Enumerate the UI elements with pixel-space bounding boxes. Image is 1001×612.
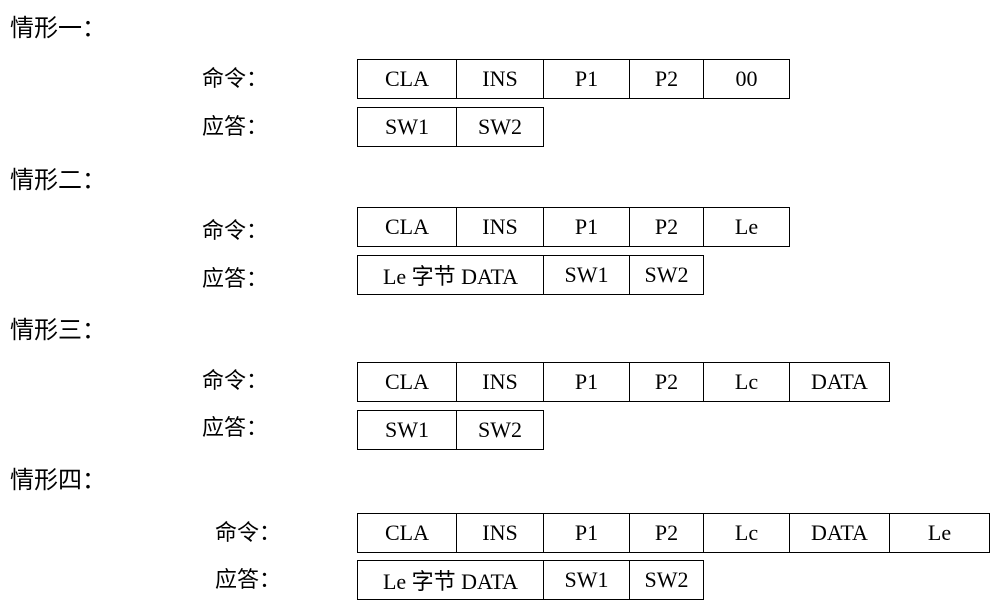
case-3-command-label: 命令： [202, 368, 269, 393]
case-3-command-data: DATA [789, 362, 890, 402]
case-3-command-lc: Lc [703, 362, 790, 402]
case-3-command-p1: P1 [543, 362, 630, 402]
case-4-response-sw2: SW2 [629, 560, 704, 600]
case-4-command-ins: INS [456, 513, 544, 553]
case-2-response-sw2: SW2 [629, 255, 704, 295]
case-1-command-p1: P1 [543, 59, 630, 99]
case-4-title: 情形四： [10, 468, 106, 494]
case-2-command-p2: P2 [629, 207, 704, 247]
case-3-response-sw1: SW1 [357, 410, 457, 450]
case-1-response-sw1: SW1 [357, 107, 457, 147]
case-3-response-label: 应答： [202, 415, 269, 440]
case-1-command-ins: INS [456, 59, 544, 99]
case-4-command-le: Le [889, 513, 990, 553]
case-2-command-cla: CLA [357, 207, 457, 247]
case-3-title: 情形三： [10, 318, 106, 344]
case-2-command-ins: INS [456, 207, 544, 247]
case-3-command-cla: CLA [357, 362, 457, 402]
case-4-response-sw1: SW1 [543, 560, 630, 600]
case-3-command-p2: P2 [629, 362, 704, 402]
case-4-command-data: DATA [789, 513, 890, 553]
case-2-command-le: Le [703, 207, 790, 247]
case-2-title: 情形二： [10, 168, 106, 194]
case-2-response-data: Le 字节 DATA [357, 255, 544, 295]
case-1-command-le: 00 [703, 59, 790, 99]
case-3-response-sw2: SW2 [456, 410, 544, 450]
case-3-command-ins: INS [456, 362, 544, 402]
case-2-command-p1: P1 [543, 207, 630, 247]
case-1-response-label: 应答： [202, 114, 269, 139]
case-4-response-label: 应答： [215, 567, 282, 592]
case-1-title: 情形一： [10, 16, 106, 42]
case-1-command-cla: CLA [357, 59, 457, 99]
case-1-command-p2: P2 [629, 59, 704, 99]
case-4-command-label: 命令： [215, 520, 282, 545]
case-4-command-cla: CLA [357, 513, 457, 553]
case-4-command-p2: P2 [629, 513, 704, 553]
case-1-command-label: 命令： [202, 66, 269, 91]
case-4-command-p1: P1 [543, 513, 630, 553]
case-2-response-sw1: SW1 [543, 255, 630, 295]
case-2-command-label: 命令： [202, 218, 269, 243]
case-2-response-label: 应答： [202, 266, 269, 291]
case-4-response-data: Le 字节 DATA [357, 560, 544, 600]
case-4-command-lc: Lc [703, 513, 790, 553]
case-1-response-sw2: SW2 [456, 107, 544, 147]
